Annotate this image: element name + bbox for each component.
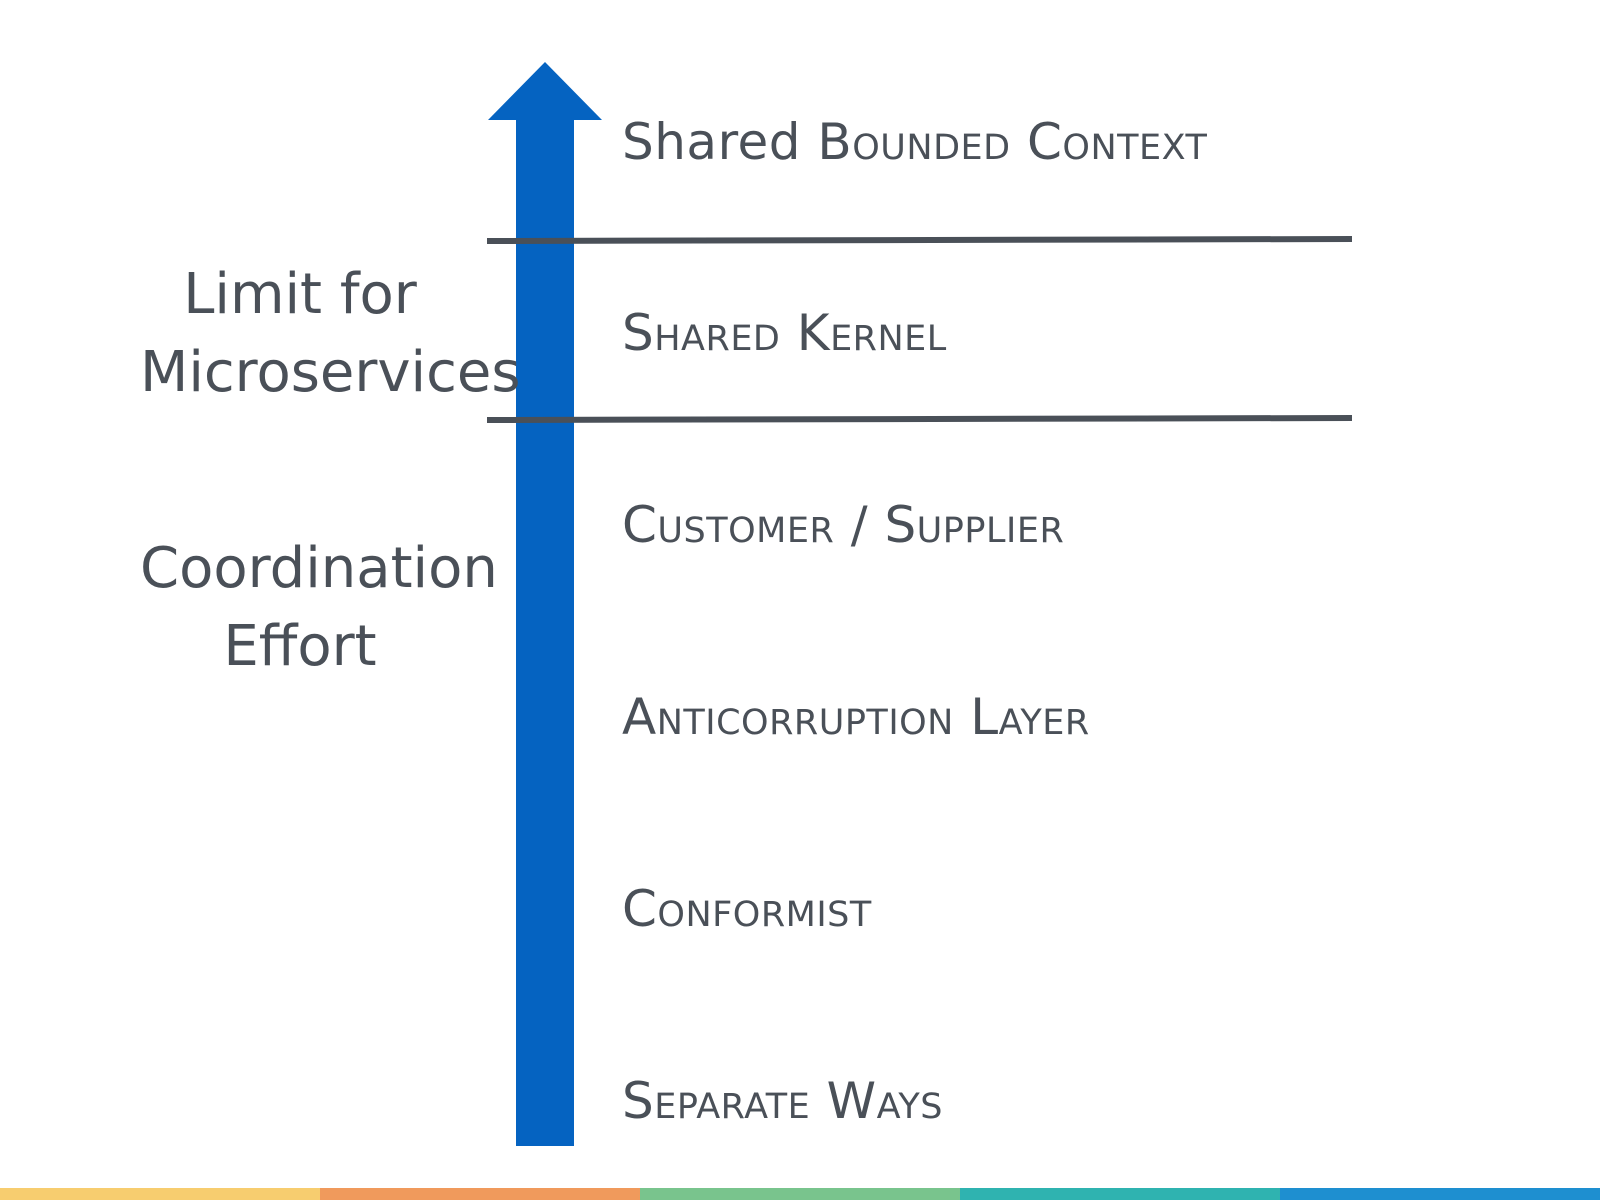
axis-label-line1: Coordination — [140, 536, 498, 601]
level-customer-supplier: Customer / Supplier — [622, 496, 1065, 554]
limit-label-line1: Limit for — [183, 262, 417, 327]
level-shared-bounded-context-prefix: Shared — [622, 113, 818, 171]
level-separate-ways: Separate Ways — [622, 1072, 943, 1130]
arrow-shaft — [516, 118, 574, 1146]
level-shared-bounded-context: Shared Bounded Context — [622, 117, 1207, 167]
coordination-arrow — [488, 62, 602, 1146]
axis-label-line2: Effort — [223, 614, 377, 679]
coordination-effort-label: Coordination Effort — [140, 530, 498, 686]
level-conformist: Conformist — [622, 880, 872, 938]
footer-segment-blue — [1280, 1188, 1600, 1200]
footer-color-bar — [0, 1188, 1600, 1200]
limit-line-lower — [486, 415, 1353, 423]
limit-label-line2: Microservices — [140, 340, 521, 405]
level-shared-bounded-context-suffix: Bounded Context — [817, 113, 1208, 171]
level-anticorruption-layer: Anticorruption Layer — [622, 688, 1090, 746]
footer-segment-green — [640, 1188, 960, 1200]
footer-segment-teal — [960, 1188, 1280, 1200]
footer-segment-yellow — [0, 1188, 320, 1200]
limit-line-upper — [486, 236, 1353, 244]
limit-for-microservices-label: Limit for Microservices — [140, 256, 521, 412]
footer-segment-orange — [320, 1188, 640, 1200]
arrow-head — [488, 62, 602, 120]
level-shared-kernel: Shared Kernel — [622, 304, 947, 362]
